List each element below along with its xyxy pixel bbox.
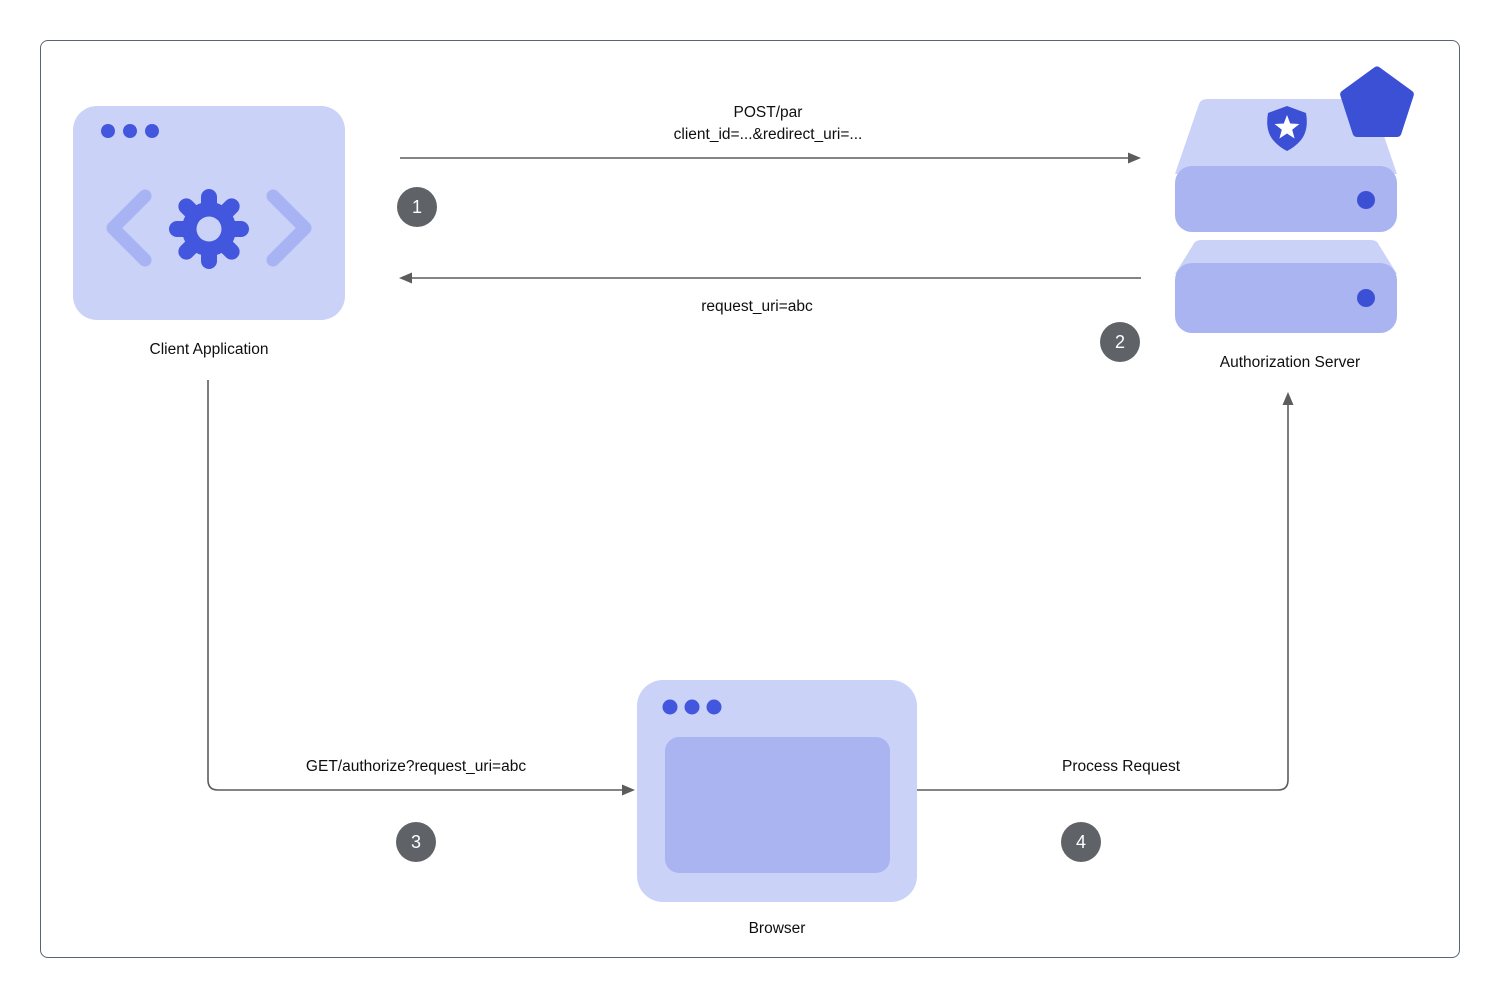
server-unit-2 [1175, 263, 1397, 333]
server-unit-1 [1175, 166, 1397, 232]
chevron-left-icon [106, 189, 152, 267]
authorization-server-label: Authorization Server [1219, 354, 1361, 371]
step-badge-3: 3 [396, 822, 436, 862]
node-browser [637, 680, 917, 902]
node-client-application [73, 106, 345, 320]
node-authorization-server [1170, 64, 1420, 344]
server-stack-shield-icon [1175, 66, 1414, 333]
step-badge-4: 4 [1061, 822, 1101, 862]
chevron-right-icon [266, 189, 312, 267]
browser-viewport-shape [665, 737, 890, 873]
pentagon-icon [1340, 66, 1414, 137]
shield-star-icon [1267, 106, 1307, 151]
client-application-label: Client Application [149, 341, 269, 358]
window-dots-icon [101, 124, 159, 138]
step-badge-1: 1 [397, 187, 437, 227]
process-request-label: Process Request [1061, 758, 1181, 775]
client-app-icon [73, 106, 345, 320]
browser-label: Browser [748, 920, 806, 937]
gear-icon [169, 189, 249, 269]
par-request-label: POST/par client_id=...&redirect_uri=... [674, 102, 863, 146]
par-request-label-line2: client_id=...&redirect_uri=... [673, 126, 863, 143]
window-dots-icon [662, 699, 722, 715]
server-led-2 [1357, 289, 1375, 307]
par-response-label: request_uri=abc [701, 298, 813, 315]
step-badge-2: 2 [1100, 322, 1140, 362]
par-request-label-line1: POST/par [733, 104, 803, 121]
browser-window-icon [637, 680, 917, 902]
server-led-1 [1357, 191, 1375, 209]
authorize-redirect-label: GET/authorize?request_uri=abc [305, 758, 527, 775]
